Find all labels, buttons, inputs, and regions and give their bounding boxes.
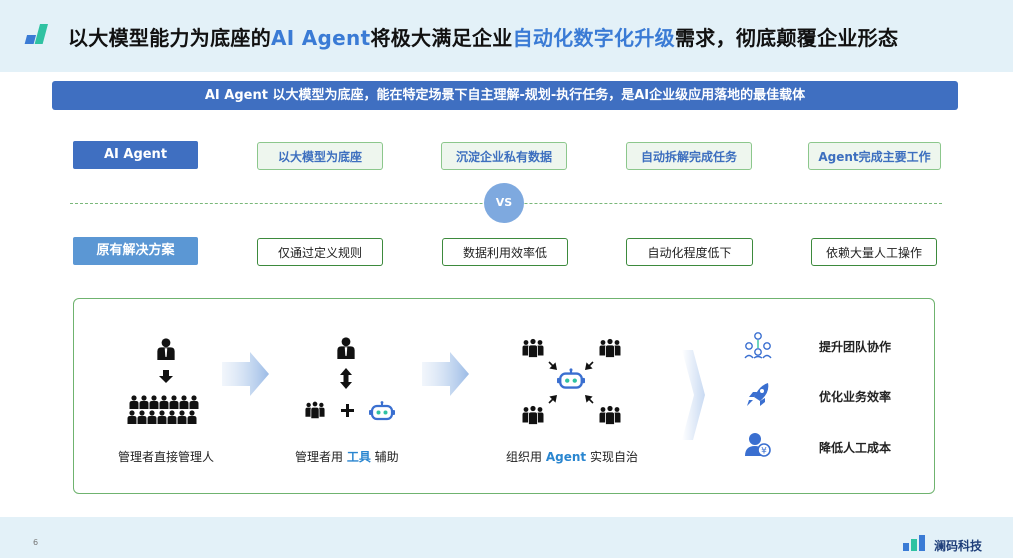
legacy-feature-tag: 自动化程度低下 [626,238,753,266]
arrow-right-icon [222,352,269,396]
manager-icon [337,337,355,359]
page-title: 以大模型能力为底座的AI Agent将极大满足企业自动化数字化升级需求，彻底颠覆… [68,26,899,50]
robot-icon [369,401,395,421]
svg-text:¥: ¥ [761,447,767,457]
stage-caption: 组织用 Agent 实现自治 [506,450,638,464]
agent-feature-tag: 沉淀企业私有数据 [441,142,567,170]
header-band [0,0,1013,72]
agent-feature-tag: 以大模型为底座 [257,142,383,170]
crowd-icon [127,395,199,424]
team-icon [599,338,621,358]
brand-name: 澜码科技 [934,539,983,553]
manager-icon [157,338,175,360]
team-icon [599,405,621,425]
evolution-panel [73,298,935,494]
benefit-label: 优化业务效率 [819,390,892,404]
legacy-feature-tag: 依赖大量人工操作 [811,238,937,266]
robot-icon [557,368,585,389]
chevron-right-icon [682,350,705,440]
arrow-right-icon [422,352,469,396]
team-icon [522,405,544,425]
agent-feature-tag: Agent完成主要工作 [808,142,941,170]
team-icon [305,400,325,419]
stage-caption: 管理者直接管理人 [118,450,215,464]
benefit-label: 降低人工成本 [819,441,892,455]
stage-caption: 管理者用 工具 辅助 [295,450,399,464]
arrow-down-icon [159,370,173,383]
brand-logo-icon [24,24,48,44]
double-arrow-icon [340,368,352,389]
legacy-row-label: 原有解决方案 [73,237,198,265]
agent-feature-tag: 自动拆解完成任务 [626,142,752,170]
rocket-icon [747,383,769,406]
connector-arrows-icon [548,361,594,404]
brand-logo-icon [903,535,925,551]
vs-badge: VS [484,183,524,223]
footer-band [0,517,1013,558]
page-number: 6 [33,538,39,547]
team-collaboration-icon [744,332,772,359]
benefit-label: 提升团队协作 [819,340,892,354]
team-icon [522,338,544,358]
plus-icon [341,404,354,417]
agent-row-label: AI Agent [73,141,198,169]
legacy-feature-tag: 数据利用效率低 [442,238,568,266]
summary-banner: AI Agent 以大模型为底座，能在特定场景下自主理解-规划-执行任务，是AI… [52,81,958,110]
cost-reduction-icon: ¥ [745,433,771,457]
legacy-feature-tag: 仅通过定义规则 [257,238,383,266]
